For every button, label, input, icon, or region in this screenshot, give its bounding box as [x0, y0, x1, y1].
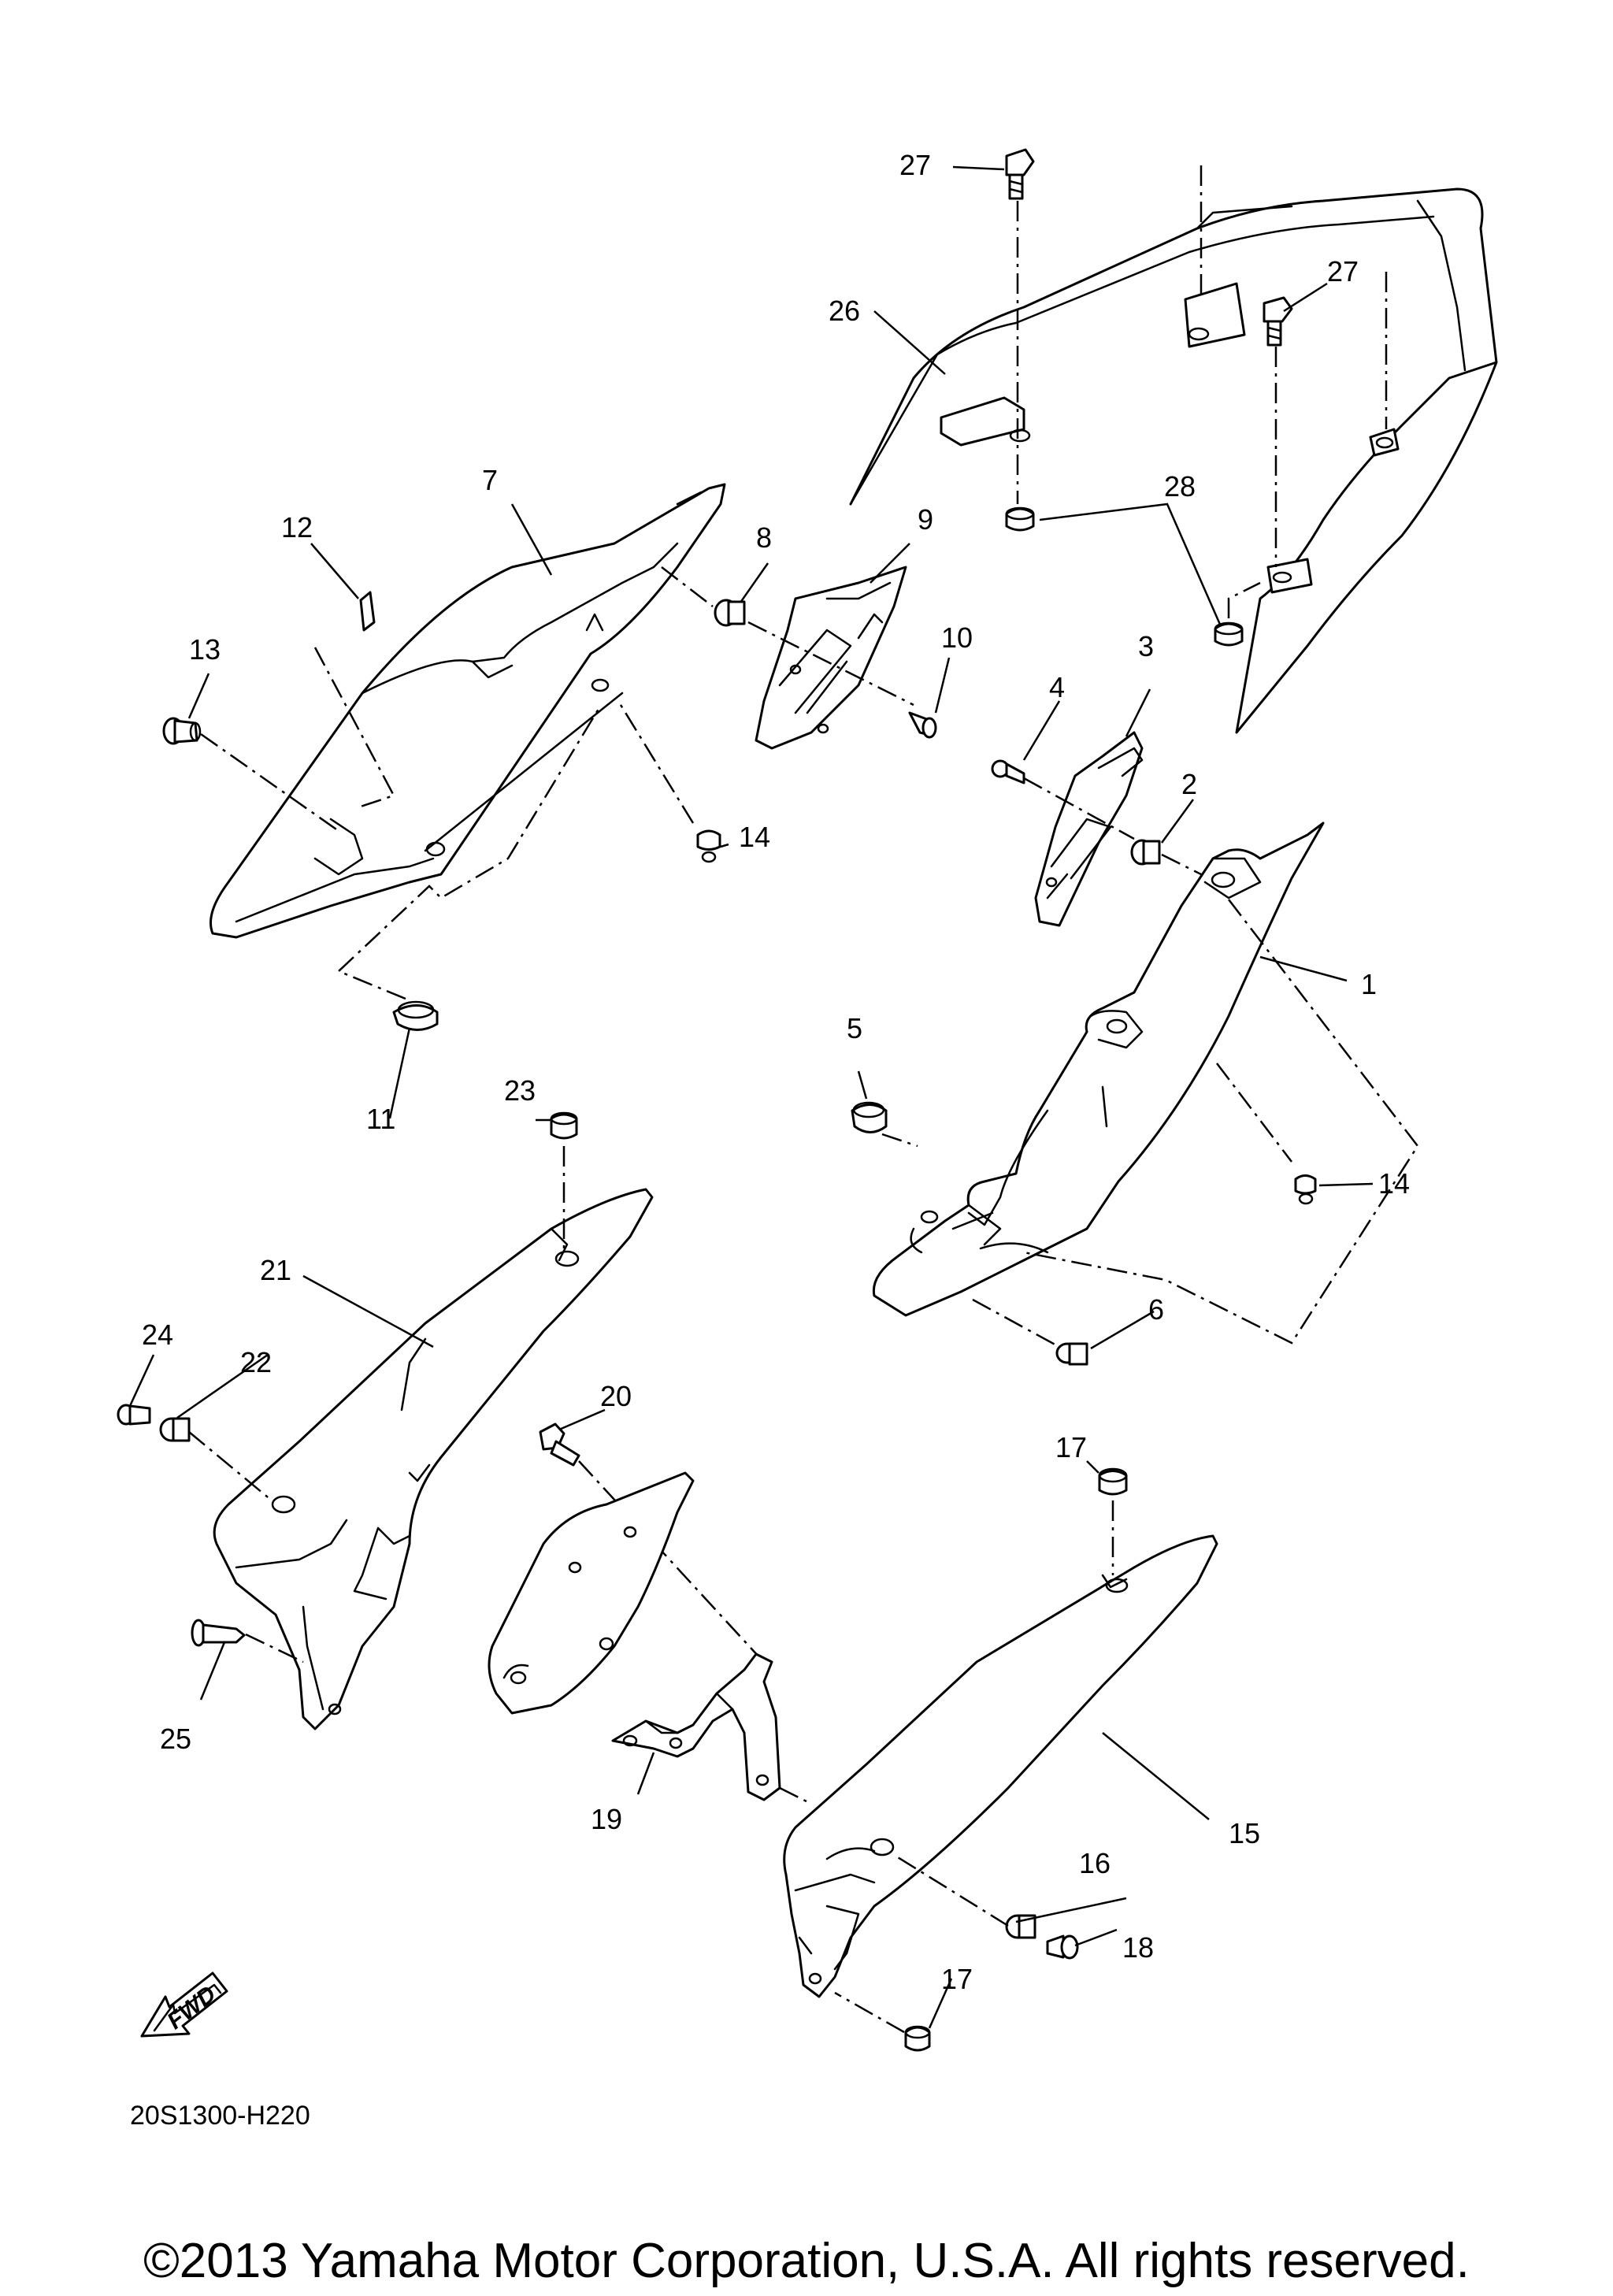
- callout-6: 6: [1148, 1293, 1164, 1326]
- callout-4: 4: [1049, 671, 1065, 703]
- part-1-side-cover: [872, 822, 1325, 1317]
- collar-28-right: [1214, 621, 1244, 647]
- part-7-side-cover: [210, 483, 726, 939]
- screw-4: [991, 759, 1025, 784]
- callout-1: 1: [1361, 968, 1377, 1000]
- callout-8: 8: [756, 521, 772, 554]
- part-19-bracket: [611, 1652, 781, 1801]
- grommet-17-upper: [1098, 1467, 1128, 1496]
- clip-12: [359, 591, 376, 632]
- collar-2: [1130, 839, 1161, 866]
- callout-5: 5: [847, 1012, 862, 1044]
- callout-9: 9: [918, 503, 933, 536]
- callout-11: 11: [366, 1103, 395, 1135]
- fwd-direction-arrow: FWD: [140, 1971, 228, 2038]
- part-15-cover: [783, 1534, 1218, 1998]
- callout-19: 19: [591, 1803, 622, 1835]
- callout-labels: 1 2 3 4 5 6 7 8 9 10 11 12 13 14 14 15 1…: [142, 149, 1410, 1995]
- part-26-seat-cowl: [849, 187, 1498, 734]
- callout-10: 10: [941, 621, 973, 654]
- collar-6: [1055, 1342, 1088, 1366]
- grommet-13: [162, 717, 202, 745]
- grommet-23: [550, 1111, 578, 1140]
- callout-16: 16: [1079, 1847, 1111, 1879]
- callout-25: 25: [160, 1723, 191, 1755]
- collar-8: [714, 599, 746, 627]
- grommet-11: [392, 1000, 439, 1031]
- callout-14-right: 14: [1378, 1167, 1410, 1200]
- callout-26: 26: [829, 295, 860, 327]
- bolt-20: [539, 1422, 580, 1467]
- bolt-18: [1046, 1934, 1079, 1960]
- leader-lines: [128, 165, 1374, 2029]
- copyright-notice: ©2013 Yamaha Motor Corporation, U.S.A. A…: [143, 2234, 1470, 2288]
- rivet-14-upper: [696, 829, 721, 863]
- heat-shield-plate: [488, 1471, 695, 1715]
- part-3-bracket: [1034, 731, 1144, 927]
- bolt-24: [117, 1404, 151, 1426]
- screw-10: [908, 711, 937, 739]
- callout-17-upper: 17: [1055, 1431, 1087, 1463]
- callout-12: 12: [281, 511, 313, 543]
- part-21-cover: [213, 1188, 654, 1730]
- callout-20: 20: [600, 1380, 632, 1412]
- callout-3: 3: [1138, 630, 1154, 662]
- part-9-bracket: [755, 566, 907, 750]
- callout-22: 22: [240, 1346, 272, 1378]
- callout-13: 13: [189, 633, 221, 666]
- callout-17-lower: 17: [941, 1963, 973, 1995]
- callout-28: 28: [1164, 470, 1196, 503]
- callout-21: 21: [260, 1254, 291, 1286]
- bolt-27-right: [1263, 296, 1293, 347]
- collar-22: [159, 1417, 191, 1442]
- callout-15: 15: [1229, 1817, 1260, 1849]
- callout-23: 23: [504, 1074, 536, 1107]
- callout-24: 24: [142, 1319, 173, 1351]
- rivet-14-right: [1294, 1174, 1317, 1205]
- callout-14-upper: 14: [739, 821, 770, 853]
- grommet-5: [851, 1101, 888, 1133]
- callout-7: 7: [482, 464, 498, 496]
- callout-27-left: 27: [899, 149, 931, 181]
- bolt-25: [191, 1619, 246, 1647]
- drawing-code: 20S1300-H220: [130, 2101, 310, 2131]
- bolt-27-left: [1005, 148, 1035, 200]
- grommet-17-lower: [904, 2025, 931, 2052]
- callout-18: 18: [1122, 1931, 1154, 1964]
- collar-28-left: [1005, 506, 1035, 532]
- callout-2: 2: [1181, 768, 1197, 800]
- callout-27-right: 27: [1327, 255, 1359, 287]
